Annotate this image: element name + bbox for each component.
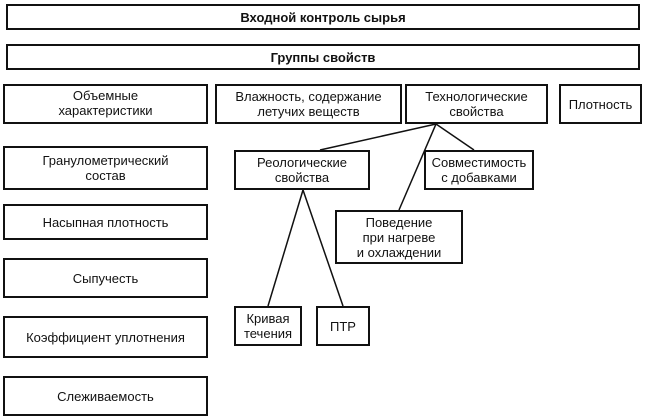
box-bulk-density: Насыпная плотность: [3, 204, 208, 240]
box-flow-curve: Кривая течения: [234, 306, 302, 346]
box-rheological-properties: Реологические свойства: [234, 150, 370, 190]
box-volumetric-characteristics: Объемные характеристики: [3, 84, 208, 124]
connector-technological-to-compatibility: [435, 123, 475, 151]
connector-technological-to-rheological: [319, 123, 437, 151]
box-compatibility-additives: Совместимость с добавками: [424, 150, 534, 190]
box-heating-cooling-behavior: Поведение при нагреве и охлаждении: [335, 210, 463, 264]
connector-rheological-to-flow-curve: [267, 189, 304, 307]
box-granulometric-composition: Гранулометрический состав: [3, 146, 208, 190]
connector-technological-to-heating: [398, 123, 437, 211]
box-moisture-volatiles: Влажность, содержание летучих веществ: [215, 84, 402, 124]
box-density: Плотность: [559, 84, 642, 124]
box-ptr: ПТР: [316, 306, 370, 346]
connector-rheological-to-ptr: [302, 189, 344, 307]
box-technological-properties: Технологические свойства: [405, 84, 548, 124]
box-caking: Слеживаемость: [3, 376, 208, 416]
box-property-groups: Группы свойств: [6, 44, 640, 70]
title-box-incoming-control: Входной контроль сырья: [6, 4, 640, 30]
box-compaction-coefficient: Коэффициент уплотнения: [3, 316, 208, 358]
box-flowability: Сыпучесть: [3, 258, 208, 298]
